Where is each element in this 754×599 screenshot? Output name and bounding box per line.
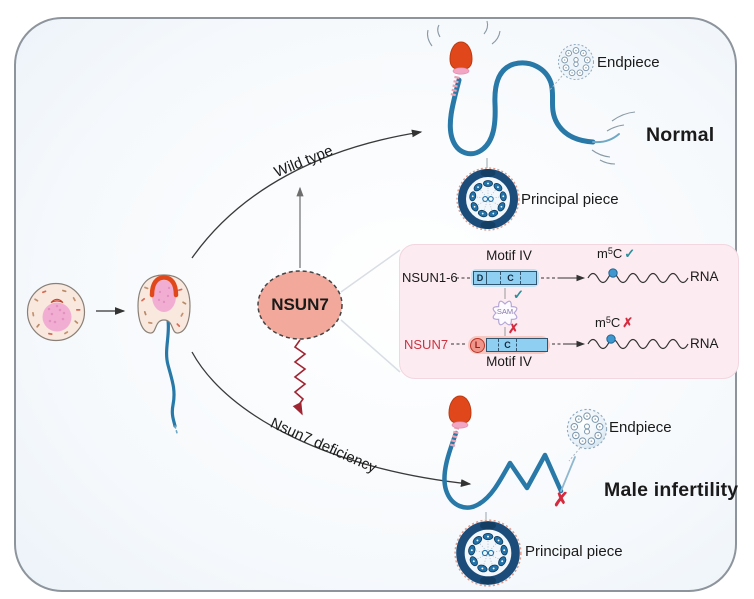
motif-iv-label-bottom: Motif IV — [486, 354, 532, 369]
nsun1-6-domain-segments: D C — [473, 271, 537, 285]
tail-fail-x-mark: ✗ — [553, 490, 569, 511]
normal-outcome-label: Normal — [646, 124, 715, 146]
m5c-check-mark: ✓ — [624, 246, 636, 261]
sam-label: SAM — [496, 307, 514, 316]
rna-label-top: RNA — [690, 269, 719, 284]
m5c-label-top: m5C✓ — [597, 246, 636, 261]
nsun1-6-label: NSUN1-6 — [402, 270, 458, 285]
domain-l-badge: L — [470, 337, 485, 353]
nsun1-6-domain-bar: D C — [471, 269, 539, 287]
m5c-cross-mark: ✗ — [622, 315, 634, 330]
domain-c-box: C — [499, 339, 517, 351]
rna-label-bottom: RNA — [690, 336, 719, 351]
nsun7-inset-label: NSUN7 — [404, 337, 449, 352]
sam-cross-mark: ✗ — [508, 321, 519, 336]
mechanism-inset-panel — [399, 244, 739, 379]
nsun7-node-label: NSUN7 — [271, 295, 329, 314]
m5c-sup: 5 — [607, 246, 613, 256]
m5c-m: m — [595, 315, 606, 330]
infertility-outcome-label: Male infertility — [604, 479, 739, 501]
nsun7-domain-segments: C — [486, 338, 548, 352]
m5c-c: C — [612, 246, 623, 261]
nsun7-domain-bar: L C — [468, 336, 550, 354]
domain-spacer — [487, 339, 499, 351]
domain-spacer — [517, 339, 547, 351]
m5c-label-bottom: m5C✗ — [595, 315, 634, 330]
endpiece-label-bottom: Endpiece — [609, 419, 672, 436]
m5c-sup: 5 — [605, 315, 611, 325]
sam-check-mark: ✓ — [513, 287, 524, 302]
m5c-m: m — [597, 246, 608, 261]
m5c-c: C — [610, 315, 621, 330]
principal-piece-label-bottom: Principal piece — [525, 543, 623, 560]
motif-iv-label-top: Motif IV — [486, 248, 532, 263]
domain-d-box: D — [474, 272, 487, 284]
domain-spacer — [487, 272, 501, 284]
principal-piece-label-top: Principal piece — [521, 191, 619, 208]
endpiece-label-top: Endpiece — [597, 54, 660, 71]
domain-c-box: C — [501, 272, 521, 284]
domain-spacer — [521, 272, 536, 284]
